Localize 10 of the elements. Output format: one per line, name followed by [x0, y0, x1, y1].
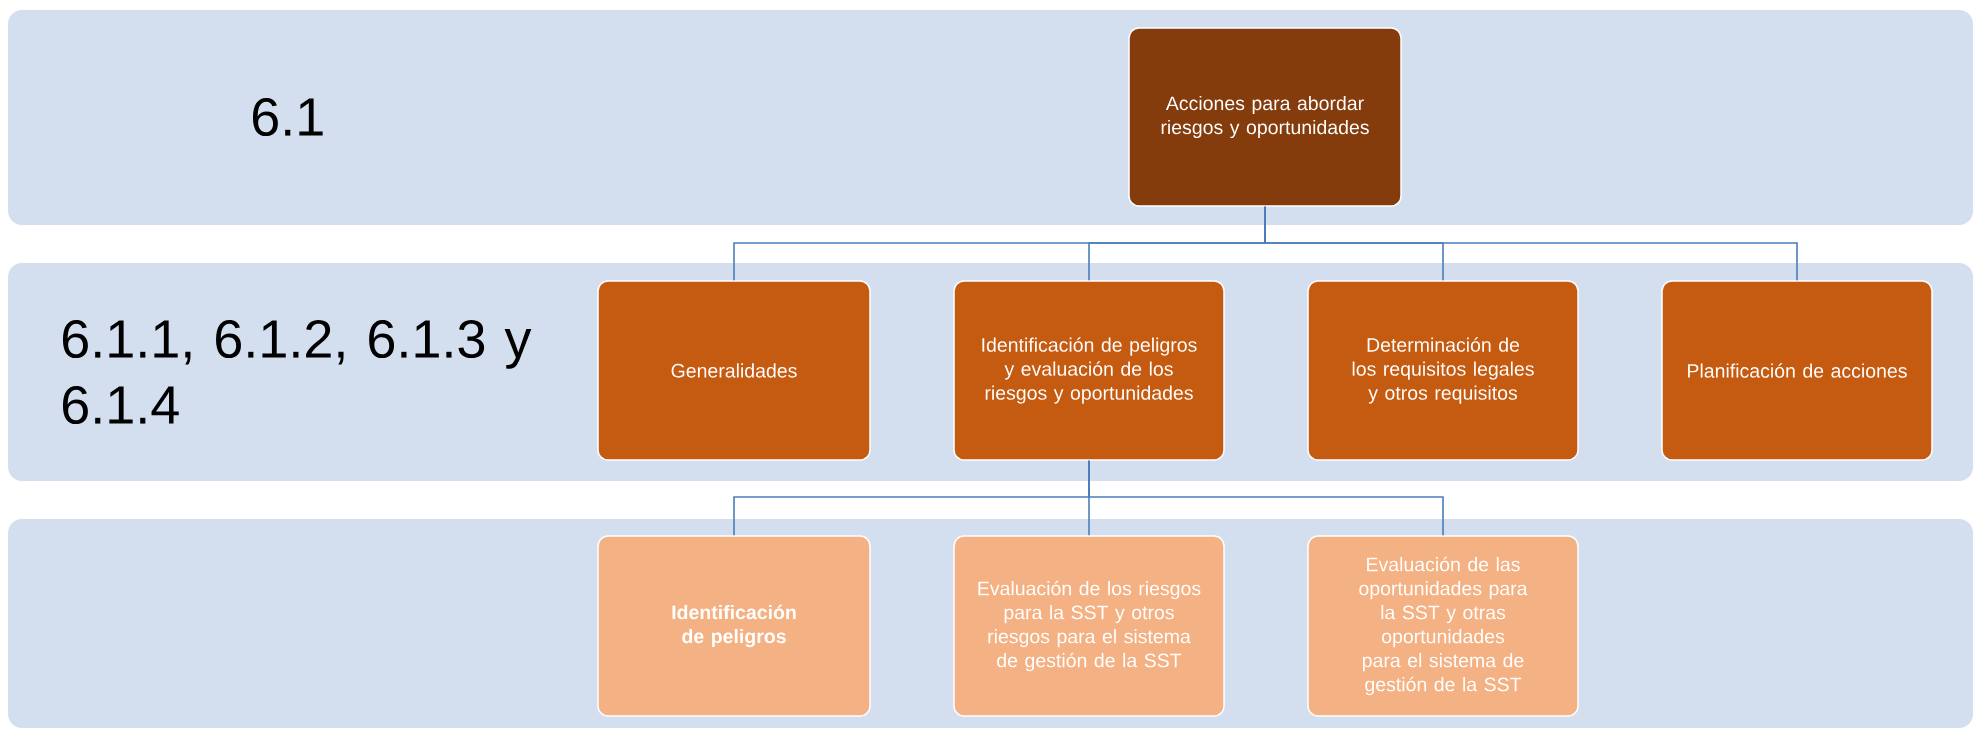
connector: [1088, 459, 1444, 537]
process-box: Determinación de los requisitos legales y otros requisitos: [1307, 280, 1579, 461]
process-box: Generalidades: [597, 280, 871, 461]
process-box: Identificación de peligros: [597, 535, 871, 717]
process-box: Identificación de peligros y evaluación de los riesgos y oportunidades: [953, 280, 1225, 461]
connector: [1264, 205, 1798, 282]
process-box: Planificación de acciones: [1661, 280, 1933, 461]
process-box: Evaluación de los riesgos para la SST y otros riesgos para el sistema de gestión de la SST: [953, 535, 1225, 717]
process-box: Acciones para abordar riesgos y oportunidades: [1128, 27, 1402, 207]
process-box: Evaluación de las oportunidades para la SST y otras oportunidades para el sistema de gestión de la SST: [1307, 535, 1579, 717]
